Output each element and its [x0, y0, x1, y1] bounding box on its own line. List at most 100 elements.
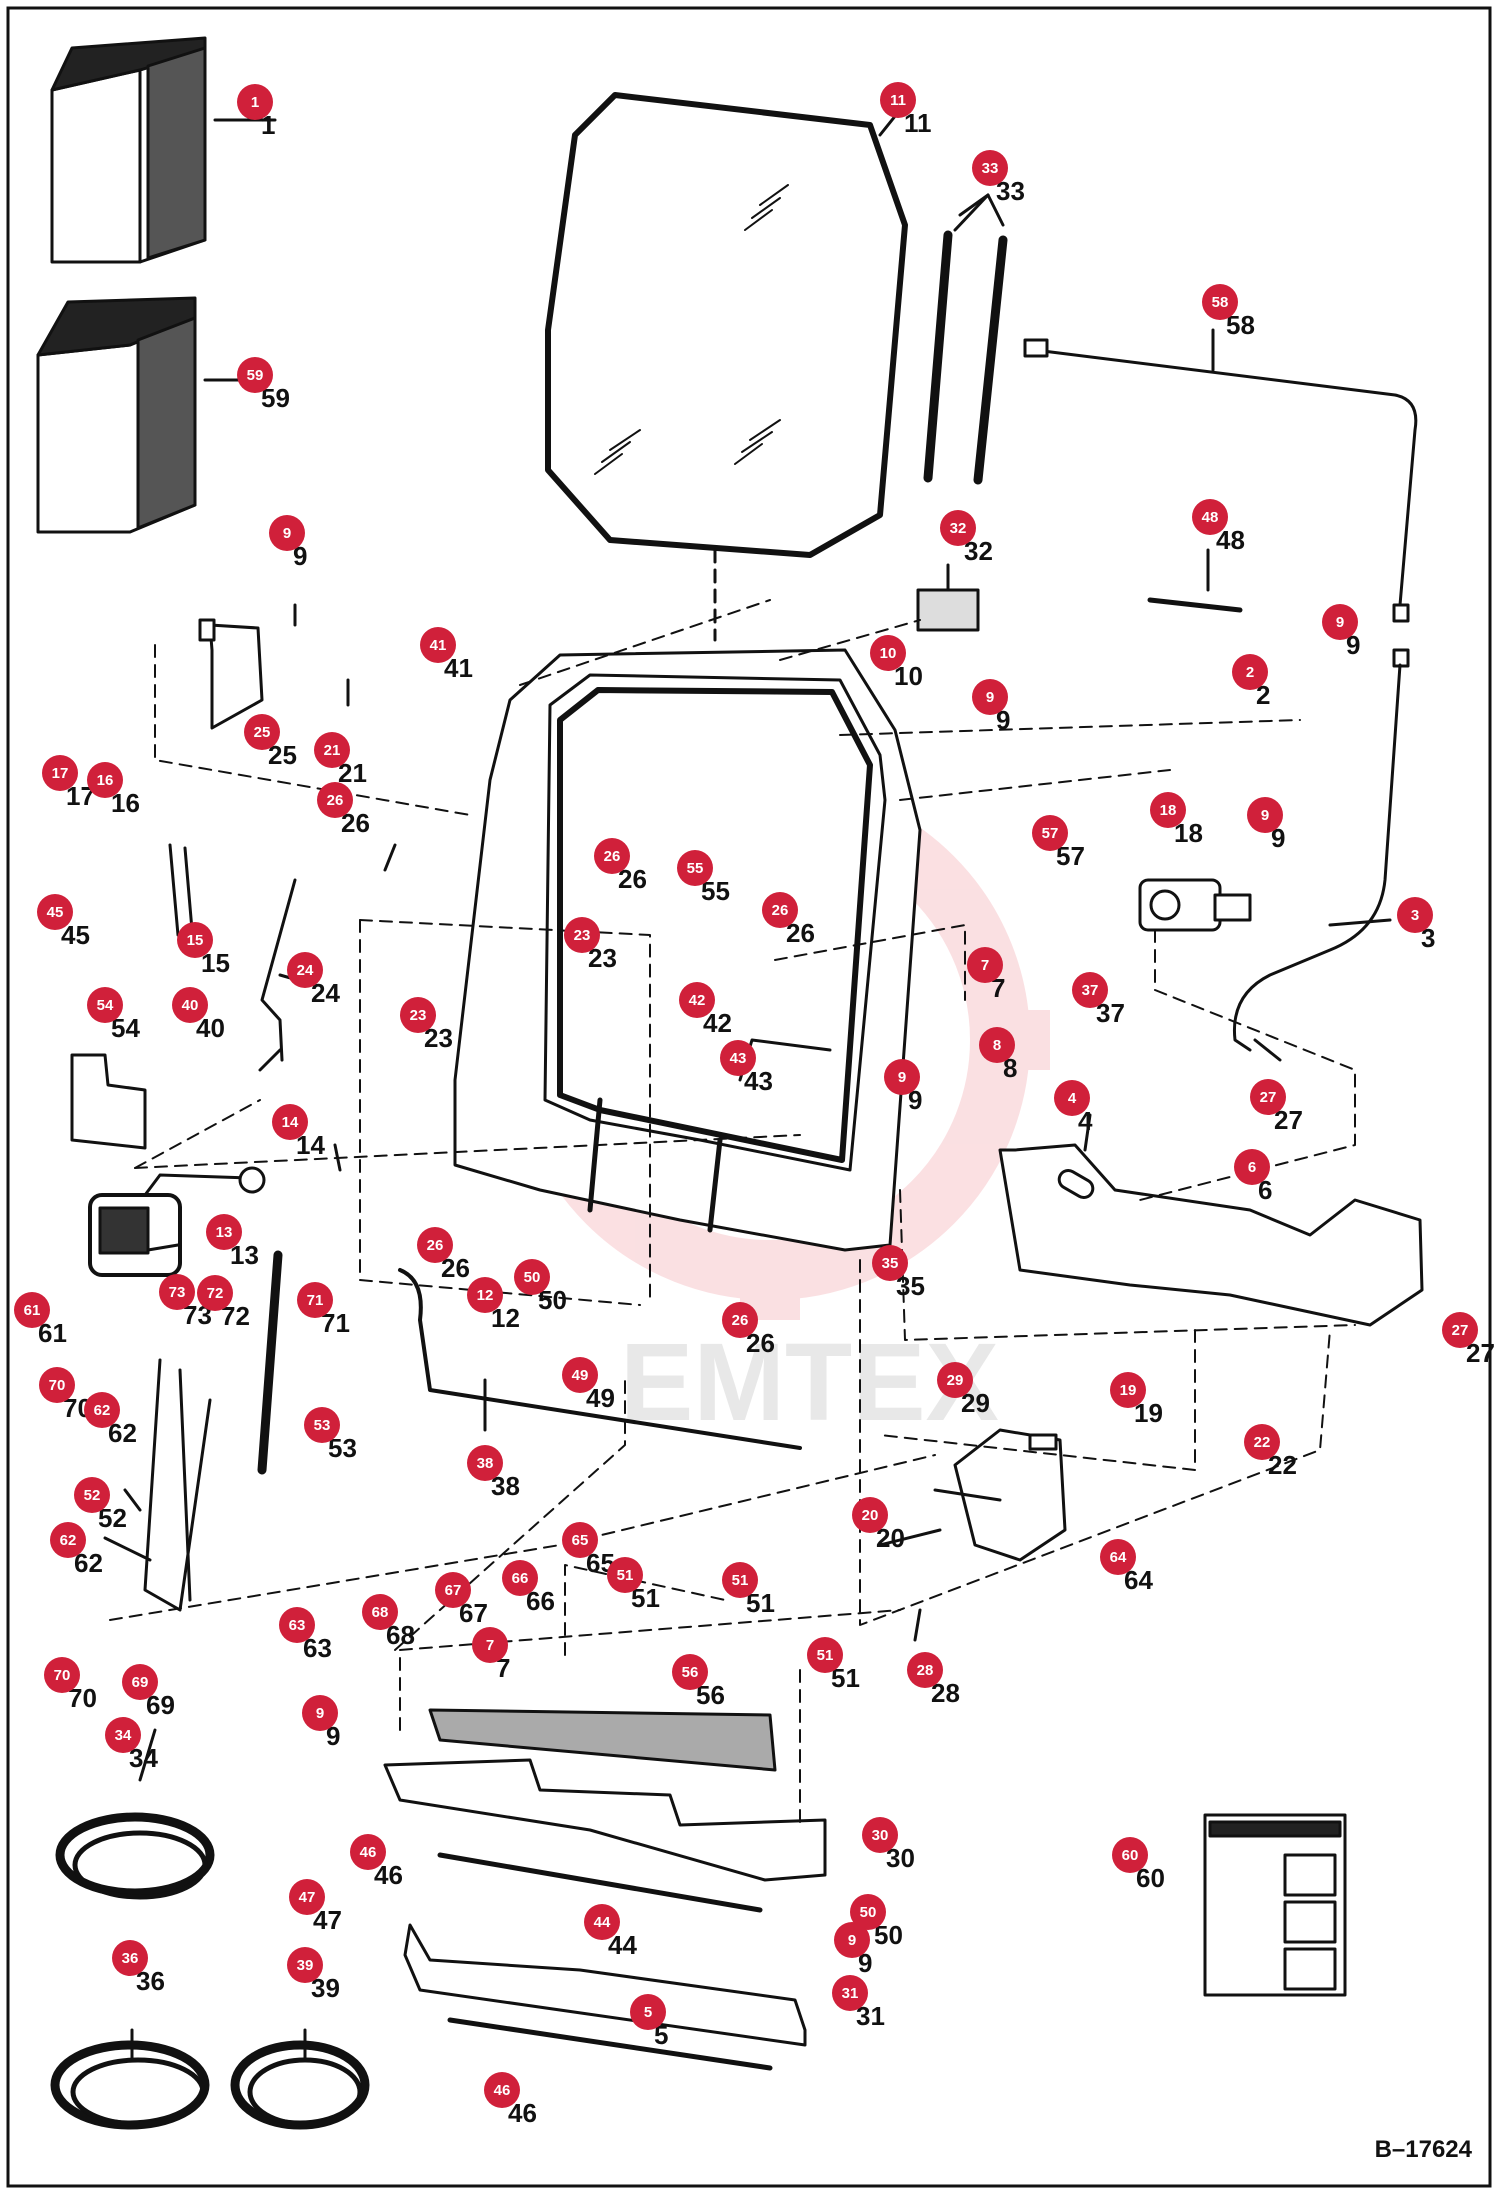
reference-number: 3	[1421, 923, 1435, 953]
part-30-lower-panel	[383, 1758, 827, 1882]
callout-c24: 24	[287, 952, 323, 988]
watermark-text: EMTEX	[620, 1321, 999, 1444]
callout-bubble	[1234, 1149, 1270, 1185]
part-33-seal-strips	[923, 193, 1008, 485]
reference-number: 4	[1078, 1106, 1093, 1136]
callout-c36: 36	[112, 1940, 148, 1976]
callout-label: 9	[1336, 614, 1344, 631]
callout-c9g: 9	[834, 1922, 870, 1958]
callout-c66: 66	[502, 1560, 538, 1596]
callout-bubble	[1100, 1539, 1136, 1575]
callout-bubble	[850, 1894, 886, 1930]
callout-bubble	[400, 997, 436, 1033]
callout-bubble	[594, 838, 630, 874]
reference-number: 9	[1271, 823, 1285, 853]
callout-c65: 65	[562, 1522, 598, 1558]
callout-label: 26	[427, 1237, 444, 1254]
callout-bubble	[317, 782, 353, 818]
callout-c11: 11	[880, 82, 916, 118]
callout-c62b: 62	[50, 1522, 86, 1558]
callout-label: 9	[316, 1705, 324, 1722]
callout-c62a: 62	[84, 1392, 120, 1428]
callout-bubble	[105, 1717, 141, 1753]
callout-c63: 63	[279, 1607, 315, 1643]
callout-label: 9	[1261, 807, 1269, 824]
callout-bubble	[562, 1522, 598, 1558]
callout-c6: 6	[1234, 1149, 1270, 1185]
callout-bubble	[1192, 499, 1228, 535]
callout-bubble	[467, 1445, 503, 1481]
callout-c21: 21	[314, 732, 350, 768]
callout-label: 15	[187, 932, 204, 949]
callout-c2: 2	[1232, 654, 1268, 690]
callout-bubble	[514, 1259, 550, 1295]
callout-c69: 69	[122, 1664, 158, 1700]
callout-label: 33	[982, 160, 999, 177]
callout-label: 23	[574, 927, 591, 944]
callout-c46a: 46	[350, 1834, 386, 1870]
callout-label: 48	[1202, 509, 1219, 526]
callout-label: 5	[644, 2004, 652, 2021]
callout-label: 31	[842, 1985, 859, 2002]
callout-label: 63	[289, 1617, 306, 1634]
callout-label: 9	[848, 1932, 856, 1949]
callout-c17: 17	[42, 755, 78, 791]
callout-label: 70	[54, 1667, 71, 1684]
callout-bubble	[44, 1657, 80, 1693]
callout-bubble	[159, 1274, 195, 1310]
part-36-seal-coil	[50, 2040, 210, 2130]
callout-bubble	[502, 1560, 538, 1596]
reference-number: 9	[293, 541, 307, 571]
callout-c58: 58	[1202, 284, 1238, 320]
callout-label: 42	[689, 992, 706, 1009]
part-15-latch	[168, 843, 194, 937]
callout-bubble	[720, 1040, 756, 1076]
callout-bubble	[607, 1557, 643, 1593]
callout-label: 52	[84, 1487, 101, 1504]
callout-label: 12	[477, 1287, 494, 1304]
callout-c44: 44	[584, 1904, 620, 1940]
callout-bubble	[197, 1275, 233, 1311]
callout-c9d: 9	[1247, 797, 1283, 833]
callout-label: 34	[115, 1727, 132, 1744]
callout-c14: 14	[272, 1104, 308, 1140]
callout-c9f: 9	[302, 1695, 338, 1731]
callout-c9b: 9	[1322, 604, 1358, 640]
callout-c51c: 51	[807, 1637, 843, 1673]
callout-c10: 10	[870, 635, 906, 671]
callout-label: 9	[283, 525, 291, 542]
callout-label: 67	[445, 1582, 462, 1599]
callout-bubble	[1032, 815, 1068, 851]
callout-bubble	[722, 1302, 758, 1338]
callout-bubble	[884, 1059, 920, 1095]
part-46-rod-lower	[447, 2017, 773, 2071]
callout-bubble	[87, 762, 123, 798]
callout-c51a: 51	[607, 1557, 643, 1593]
callout-label: 9	[898, 1069, 906, 1086]
callout-bubble	[832, 1975, 868, 2011]
callout-label: 26	[604, 848, 621, 865]
callout-bubble	[722, 1562, 758, 1598]
reference-number: 9	[858, 1948, 872, 1978]
callout-label: 27	[1260, 1089, 1277, 1106]
callout-c53: 53	[304, 1407, 340, 1443]
callout-bubble	[14, 1292, 50, 1328]
callout-c61: 61	[14, 1292, 50, 1328]
callout-label: 60	[1122, 1847, 1139, 1864]
callout-bubble	[244, 714, 280, 750]
part-3-washer-hose	[1232, 663, 1402, 1062]
callout-c28: 28	[907, 1652, 943, 1688]
callout-label: 20	[862, 1507, 879, 1524]
callout-bubble	[672, 1654, 708, 1690]
callout-label: 18	[1160, 802, 1177, 819]
callout-c20: 20	[852, 1497, 888, 1533]
callout-bubble	[979, 1027, 1015, 1063]
callout-c43: 43	[720, 1040, 756, 1076]
part-1-filter-box	[50, 36, 207, 264]
callout-bubble	[677, 850, 713, 886]
callout-c33: 33	[972, 150, 1008, 186]
drawing-number: B–17624	[1374, 2136, 1472, 2163]
callout-bubble	[762, 892, 798, 928]
part-38-rod	[398, 1268, 802, 1450]
callout-label: 24	[297, 962, 314, 979]
